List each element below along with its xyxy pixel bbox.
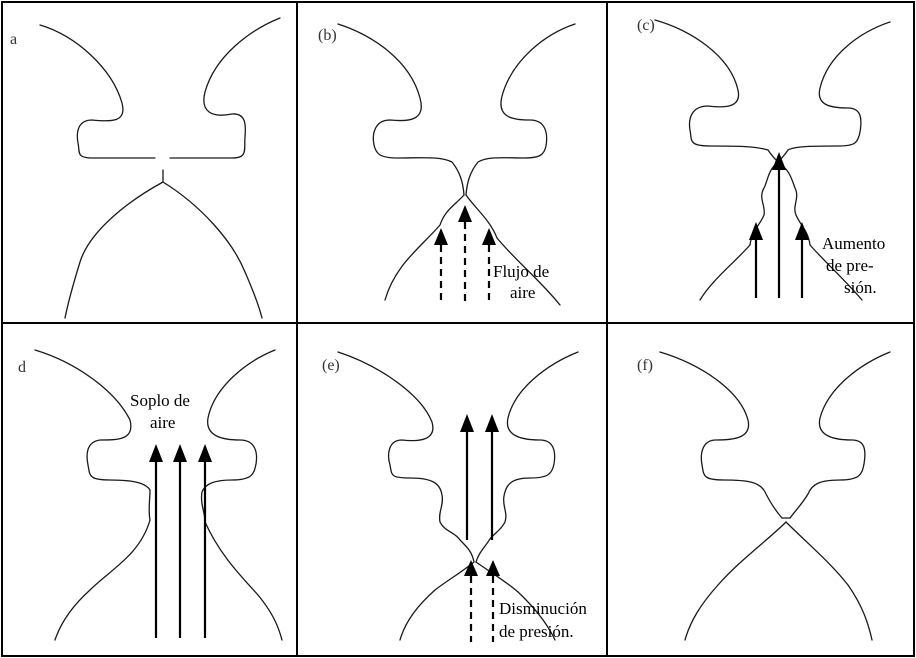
panel-c: (c) Aumento de pre- sión. [637,17,890,300]
panel-e-label: (e) [322,357,340,374]
panel-d-puff-label: Soplo de aire [130,391,194,432]
panel-d-arrow-3-head [198,444,212,462]
panel-f-left-lower-fold [685,522,786,640]
panel-d-arrow-2-head [173,444,187,462]
panel-a: a [10,18,280,318]
panel-e-arrow-4-head [486,560,500,576]
panel-b-left-upper-fold [338,24,464,195]
panel-d-right-upper-fold [202,350,275,522]
panel-b: (b) Flujo de aire [318,24,575,305]
panel-b-arrow-2-head [458,205,472,222]
panel-e-pressure-line-1: Disminución [499,599,587,618]
panel-b-airflow-line-2: aire [510,283,535,302]
panel-f-right-upper-fold [790,352,890,518]
panel-c-arrow-3-head [795,222,809,240]
panel-f-right-lower-fold [786,522,872,640]
panel-c-arrow-1-head [749,222,763,240]
panel-a-right-lower-fold [163,182,262,318]
panel-d-right-lower-fold [205,522,282,640]
panel-e-arrow-2-head [485,414,499,432]
panel-b-left-lower-fold [385,195,464,300]
panel-b-label: (b) [318,27,337,44]
panel-d-left-upper-fold [35,350,150,520]
panel-b-airflow-line-1: Flujo de [493,262,549,281]
panel-d-left-lower-fold [55,520,150,640]
panel-e-left-lower-fold [400,562,474,640]
panel-f-left-upper-fold [660,352,782,518]
panel-a-left-lower-fold [65,182,163,318]
panel-b-arrow-1-head [434,228,448,245]
panel-d: d Soplo de aire [18,350,282,640]
panel-e-pressure-line-2: de presión. [499,622,574,641]
panel-f-label: (f) [637,357,653,374]
panel-c-left-upper-fold [655,20,778,162]
panel-e-left-upper-fold [338,352,474,562]
panel-a-left-upper-fold [40,25,155,158]
panel-d-label: d [18,359,26,376]
panel-c-pressure-line-3: sión. [844,278,877,297]
panel-d-arrow-1-head [149,444,163,462]
panel-a-label: a [10,31,17,48]
panel-a-right-upper-fold [170,18,280,158]
panel-c-right-upper-fold [778,22,890,162]
panel-e-air-arrows [460,414,500,642]
panel-d-air-arrows [149,444,212,638]
panel-f: (f) [637,352,890,640]
panel-c-label: (c) [637,17,655,34]
panel-d-puff-line-1: Soplo de [130,391,190,410]
panel-c-pressure-line-2: de pre- [826,256,874,275]
panel-e-pressure-label: Disminución de presión. [499,599,591,641]
panel-c-pressure-label: Aumento de pre- sión. [822,234,890,297]
panel-e-arrow-1-head [460,414,474,432]
panel-d-puff-line-2: aire [150,413,175,432]
panel-b-airflow-label: Flujo de aire [493,262,553,302]
panel-e: (e) Disminución de presión. [322,352,591,642]
panel-b-right-upper-fold [466,24,575,195]
panel-c-left-lower-fold [700,162,778,300]
panel-c-pressure-line-1: Aumento [822,234,885,253]
